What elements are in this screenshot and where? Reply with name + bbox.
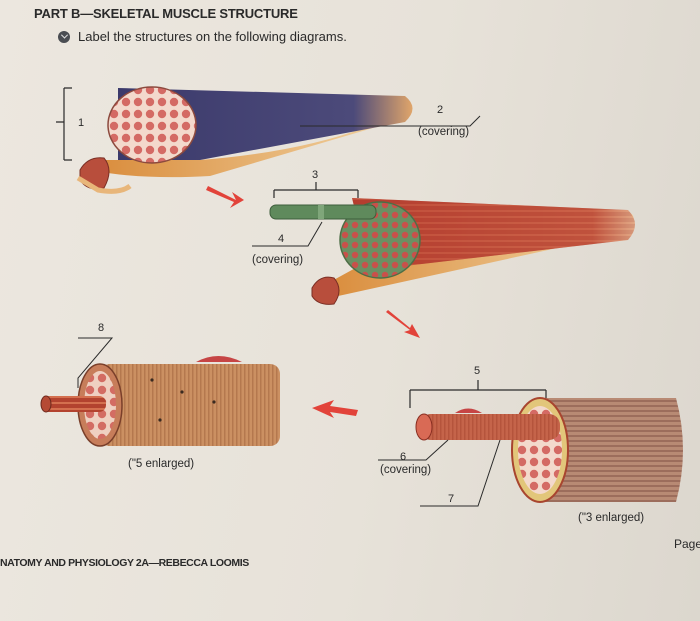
arrow-icon-1: [206, 186, 244, 208]
label-5: 5: [474, 365, 480, 377]
whole-muscle-diagram: [78, 87, 413, 191]
covering-label-2: (covering): [418, 126, 469, 138]
label-6: 6: [400, 451, 406, 463]
footer-text: NATOMY AND PHYSIOLOGY 2A—REBECCA LOOMIS: [0, 557, 249, 569]
label-8: 8: [98, 322, 104, 334]
label-3: 3: [312, 169, 318, 181]
label-1: 1: [78, 117, 84, 129]
covering-label-4: (covering): [252, 254, 303, 266]
covering-label-6: (covering): [380, 464, 431, 476]
label-7: 7: [448, 493, 454, 505]
page-number-text: Page: [674, 537, 700, 551]
fascicle-diagram: [270, 198, 635, 304]
muscle-fiber-diagram: [416, 398, 683, 502]
label-4: 4: [278, 233, 284, 245]
arrow-icon-3: [312, 400, 358, 418]
enlarged-5-caption: ("5 enlarged): [128, 458, 194, 470]
arrow-icon-2: [386, 310, 420, 338]
label-2: 2: [437, 104, 443, 116]
enlarged-3-caption: ("3 enlarged): [578, 512, 644, 524]
myofibril-diagram: [41, 356, 280, 446]
